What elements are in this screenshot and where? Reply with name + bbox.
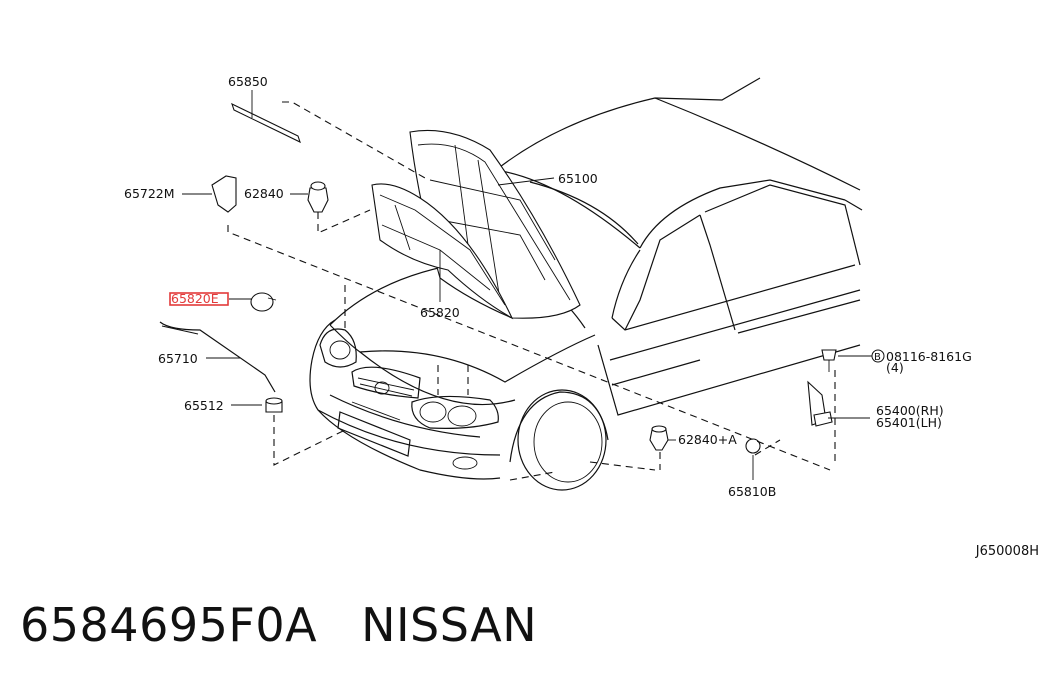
- label-65850: 65850: [228, 74, 268, 89]
- label-65401: 65401(LH): [876, 415, 942, 430]
- label-65810b: 65810B: [728, 484, 776, 499]
- label-62840: 62840: [244, 186, 284, 201]
- label-65400: 65400(RH): [876, 403, 944, 418]
- brand-name: NISSAN: [361, 598, 538, 652]
- hood-panels: [371, 129, 581, 320]
- highlight-box: [169, 292, 229, 306]
- label-65710: 65710: [158, 351, 198, 366]
- label-65820: 65820: [420, 305, 460, 320]
- label-65722m: 65722M: [124, 186, 175, 201]
- part-labels: 65850 65722M 62840 65100 65820E 65820 65…: [124, 74, 972, 499]
- parts-diagram: 65850 65722M 62840 65100 65820E 65820 65…: [124, 74, 972, 499]
- dashed-guides: [227, 101, 836, 481]
- leader-lines: [182, 90, 872, 480]
- label-08116-qty: (4): [886, 360, 904, 375]
- diagram-reference-code: J650008H: [975, 544, 1039, 559]
- bolt-b-marker: B: [874, 352, 881, 363]
- footer-caption: 6584695F0A NISSAN: [20, 598, 581, 652]
- label-62840a: 62840+A: [678, 432, 737, 447]
- part-number: 6584695F0A: [20, 598, 318, 652]
- car-body-outline: [159, 77, 863, 491]
- bolt-b-marker-icon: [871, 349, 885, 363]
- label-65512: 65512: [184, 398, 224, 413]
- label-65100: 65100: [558, 171, 598, 186]
- label-08116: 08116-8161G: [886, 349, 972, 364]
- label-65820e: 65820E: [171, 291, 219, 306]
- small-parts: [211, 102, 837, 454]
